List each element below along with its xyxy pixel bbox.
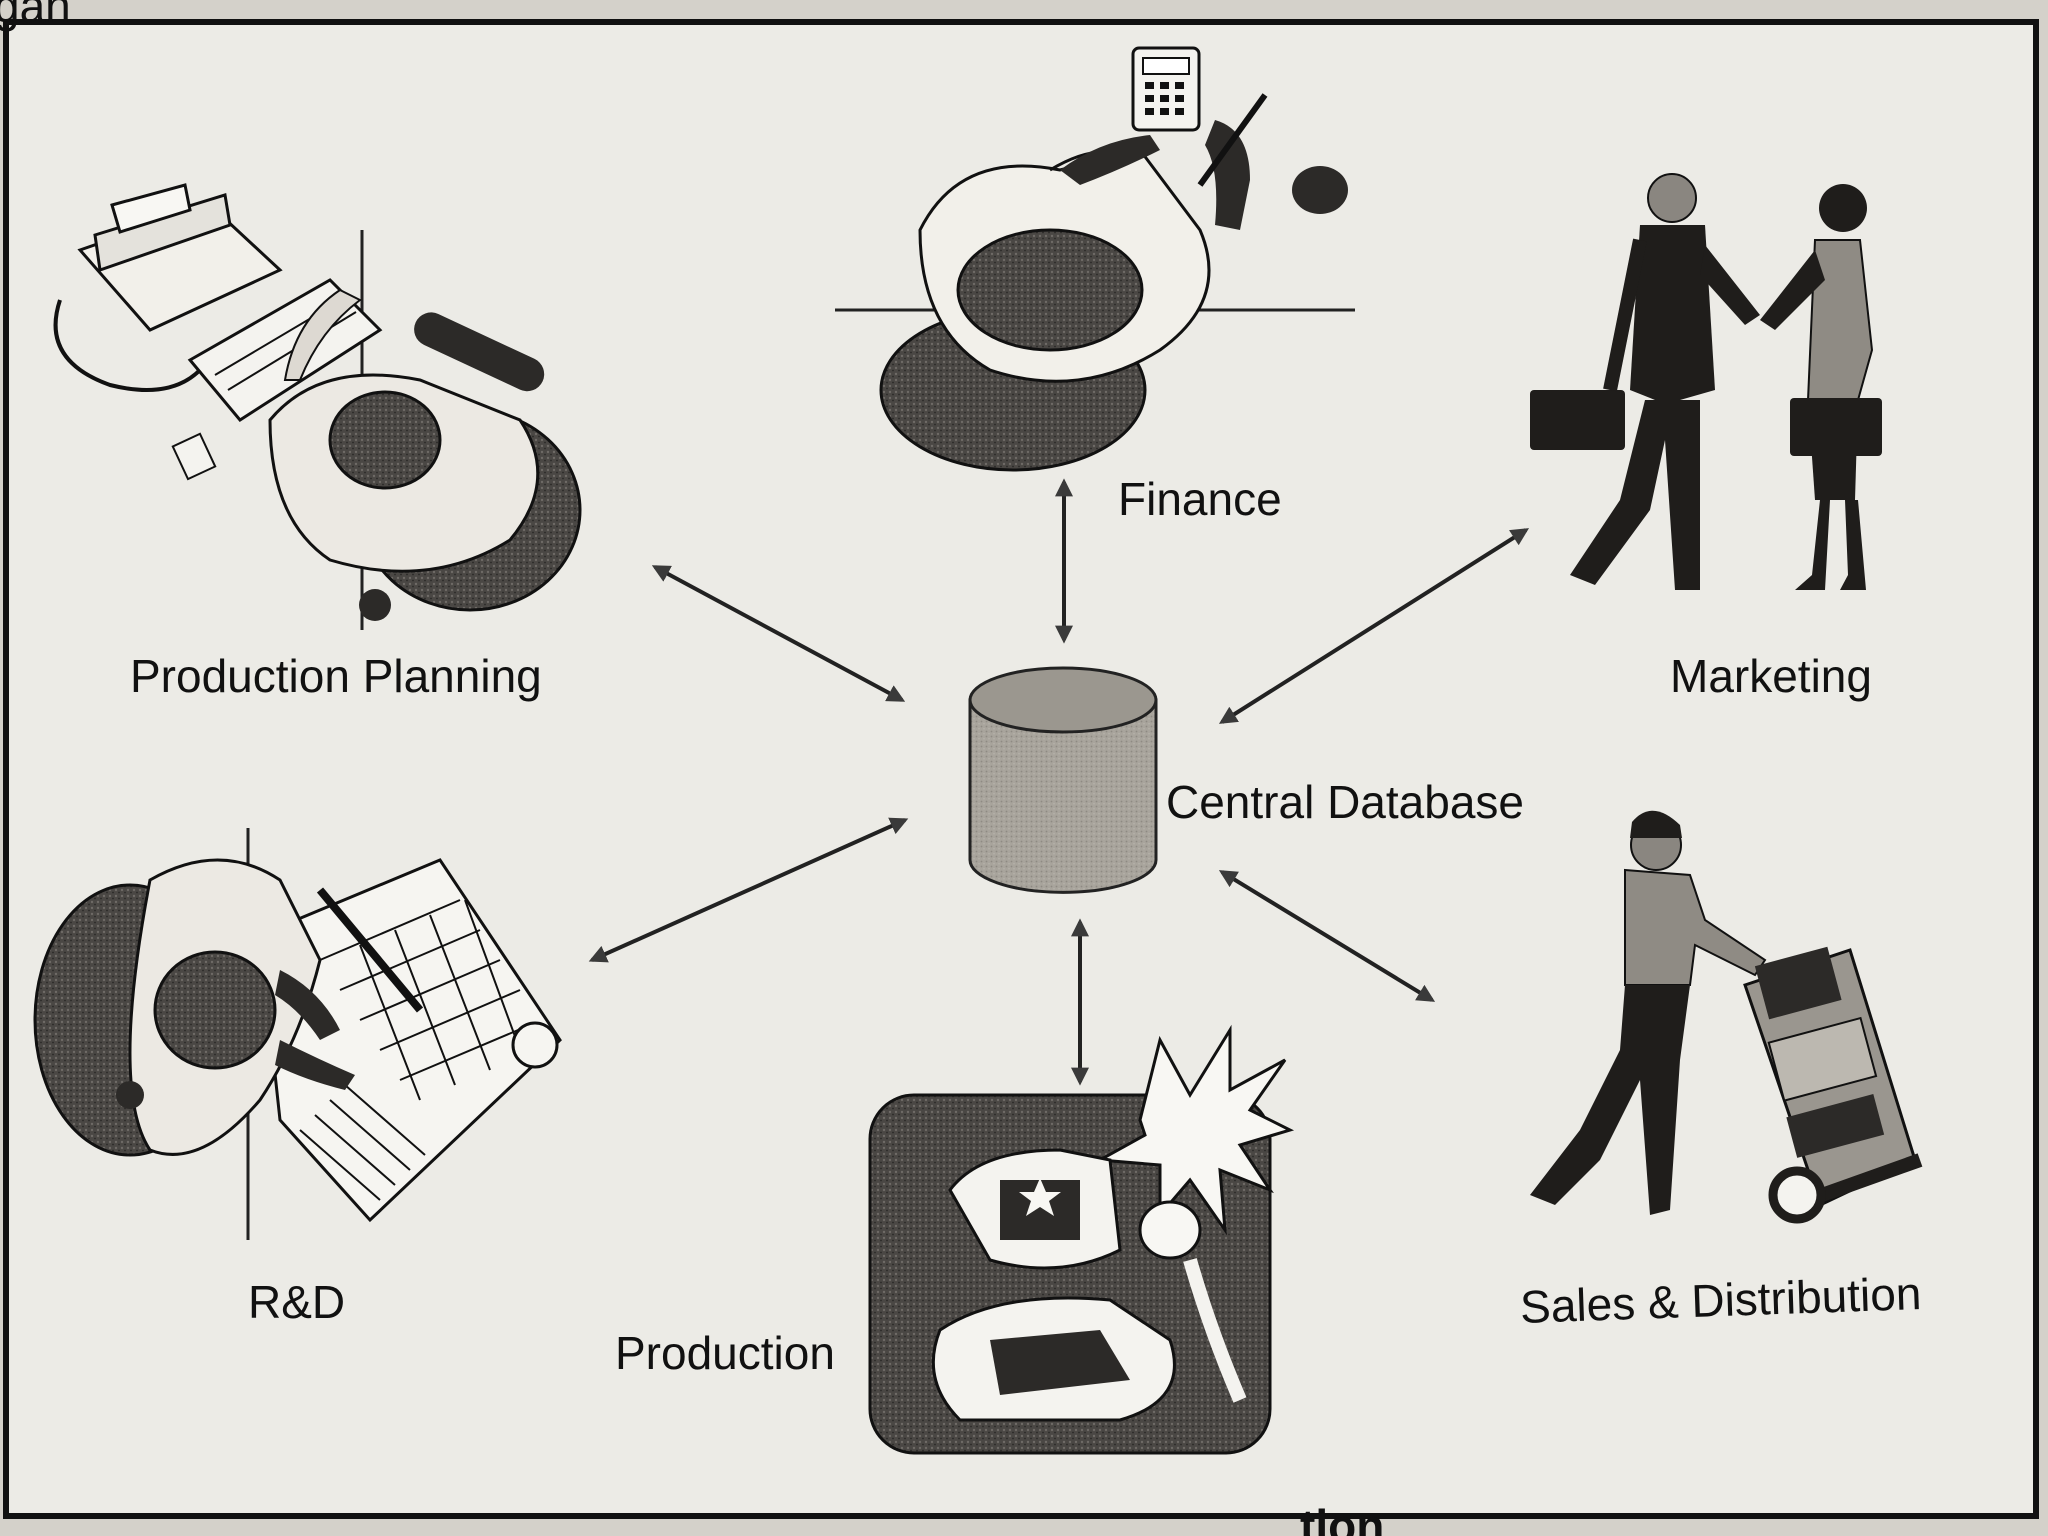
arrow-rd bbox=[588, 817, 909, 963]
welder-icon bbox=[868, 1024, 1295, 1455]
typist-at-desk-icon bbox=[53, 183, 582, 630]
caption-fragment: tion bbox=[1300, 1500, 1384, 1536]
central-database-label: Central Database bbox=[1166, 776, 1524, 828]
arrow-sales-distribution bbox=[1218, 870, 1436, 1002]
production-label: Production bbox=[615, 1327, 835, 1379]
database-cylinder-icon bbox=[968, 666, 1158, 894]
accountant-with-calculator-icon bbox=[835, 46, 1355, 472]
rd-label: R&D bbox=[248, 1276, 345, 1328]
business-handshake-icon bbox=[1530, 173, 1882, 590]
finance-label: Finance bbox=[1118, 473, 1282, 525]
delivery-hand-truck-icon bbox=[1530, 810, 1923, 1224]
arrow-production-planning bbox=[651, 565, 906, 702]
production-planning-label: Production Planning bbox=[130, 650, 542, 702]
top-corner-text: gan bbox=[0, 0, 71, 32]
engineer-with-blueprint-icon bbox=[33, 828, 562, 1240]
marketing-label: Marketing bbox=[1670, 650, 1872, 702]
arrow-marketing bbox=[1218, 528, 1530, 724]
